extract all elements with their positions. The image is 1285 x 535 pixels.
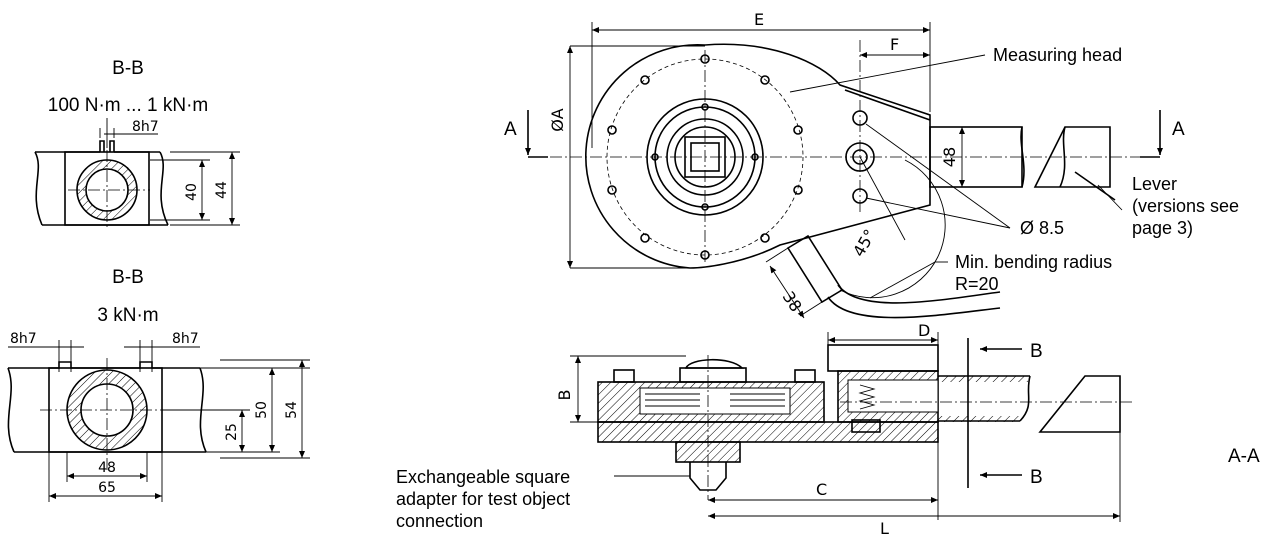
dim-l: L	[880, 519, 889, 535]
dim-c: C	[816, 480, 827, 499]
bolt-holes	[607, 54, 803, 260]
bb-large-dim-48: 48	[98, 460, 116, 476]
top-view: A A	[504, 10, 1239, 319]
bb-large-range: 3 kN·m	[97, 305, 158, 326]
bb-small-dim-44: 44	[214, 181, 230, 199]
bb-view-small: B-B 100 N·m ... 1 kN·m 8h7 40 44	[34, 58, 240, 230]
callout-hole-diameter: Ø 8.5	[1020, 218, 1064, 238]
callout-lever-line2: (versions see	[1132, 196, 1239, 216]
bb-large-dim-54: 54	[284, 401, 300, 419]
adapter-note-line1: Exchangeable square	[396, 467, 570, 487]
dim-diameter-a: ØA	[548, 108, 567, 132]
bb-large-dim-50: 50	[254, 401, 270, 419]
callout-measuring-head: Measuring head	[993, 45, 1122, 65]
callout-bending-line2: R=20	[955, 274, 999, 294]
bb-large-dim-65: 65	[98, 480, 116, 496]
section-a-right: A	[1172, 119, 1185, 140]
inner-springs	[645, 393, 785, 407]
dim-e: E	[754, 10, 764, 29]
bb-large-key-dim-right: 8h7	[172, 331, 199, 347]
bb-large-key-dim-left: 8h7	[10, 331, 37, 347]
dim-angle-45: 45°	[849, 226, 880, 260]
bb-large-title: B-B	[112, 267, 144, 288]
section-aa-title: A-A	[1228, 446, 1260, 467]
section-b-lower: B	[1030, 467, 1043, 488]
section-b-upper: B	[1030, 341, 1043, 362]
callout-lever-line1: Lever	[1132, 174, 1177, 194]
section-a-left: A	[504, 119, 517, 140]
bb-small-dim-40: 40	[184, 183, 200, 201]
dim-f: F	[890, 35, 899, 54]
dim-38: 38	[779, 288, 806, 315]
adapter-note-line3: connection	[396, 511, 483, 531]
bb-small-range: 100 N·m ... 1 kN·m	[48, 95, 208, 116]
bb-small-key-dim: 8h7	[132, 119, 159, 135]
callout-bending-line1: Min. bending radius	[955, 252, 1112, 272]
section-view: A-A	[396, 321, 1260, 535]
dim-48: 48	[940, 147, 959, 167]
bb-large-dim-25: 25	[224, 423, 240, 441]
dim-d: D	[918, 321, 930, 340]
dim-b: B	[555, 390, 574, 401]
bb-small-title: B-B	[112, 58, 144, 79]
bb-view-large: B-B 3 kN·m 8h7 8h7 25 50 54	[7, 267, 310, 502]
callout-lever-line3: page 3)	[1132, 218, 1193, 238]
adapter-note-line2: adapter for test object	[396, 489, 570, 509]
